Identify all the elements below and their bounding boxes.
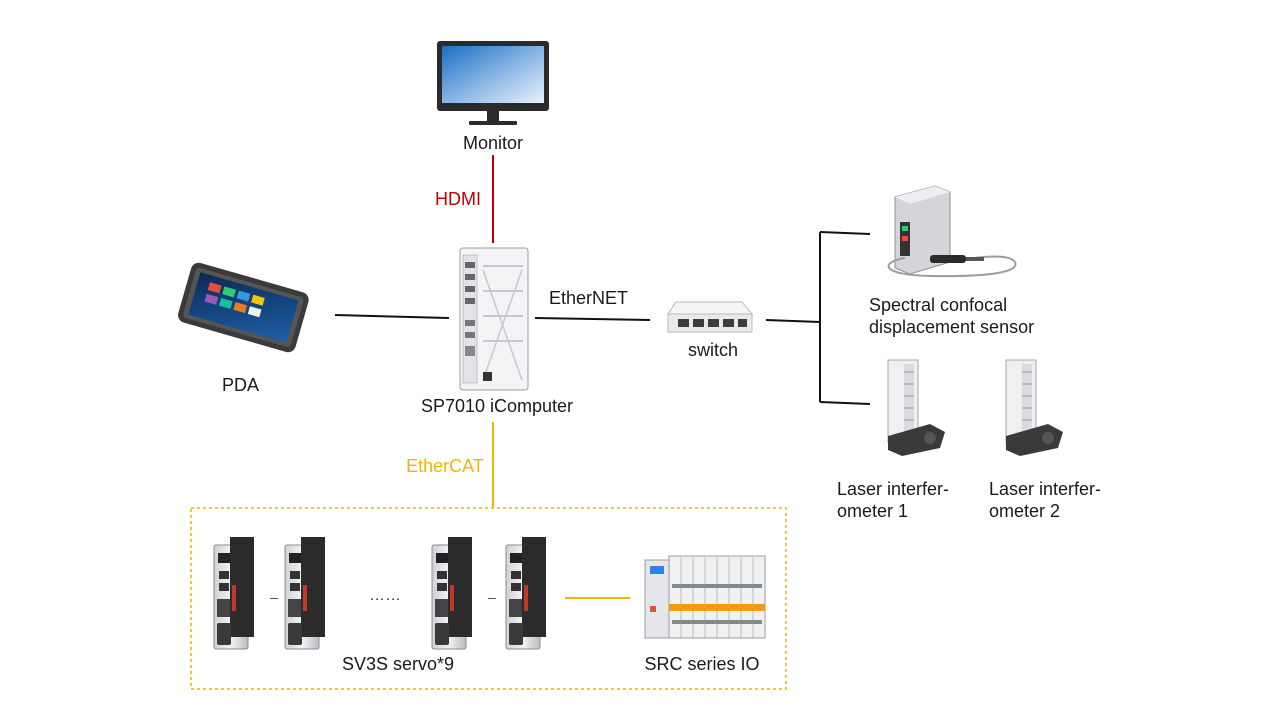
ethercat-group-box: [190, 507, 787, 690]
hdmi-label: HDMI: [435, 189, 481, 209]
icomputer-device-icon: [459, 247, 529, 391]
monitor-label: Monitor: [462, 133, 524, 153]
monitor-icon: [437, 41, 549, 125]
ethercat-label: EtherCAT: [406, 456, 484, 476]
laser-1-label-line-1: Laser interfer-: [837, 479, 950, 499]
laser-branch-line: [819, 401, 871, 405]
laser-2-label-line-2: ometer 2: [989, 501, 1061, 521]
laser-2-label-line-1: Laser interfer-: [989, 479, 1102, 499]
ethernet-link: [534, 317, 651, 321]
sensor-label-line-1: Spectral confocal: [869, 295, 1008, 315]
pda-link: [334, 314, 450, 319]
servo-separator-2: –: [488, 589, 496, 605]
laser-interferometer-2-icon: [1005, 359, 1063, 456]
servo-drive-4-icon: [505, 536, 547, 650]
switch-label: switch: [687, 340, 739, 360]
laser-1-label: Laser interfer- ometer 1: [837, 478, 949, 522]
sensor-label: Spectral confocal displacement sensor: [869, 294, 1034, 338]
laser-1-label-line-2: ometer 1: [837, 501, 909, 521]
laser-interferometer-1-icon: [887, 359, 945, 456]
servo-drive-1-icon: [213, 536, 255, 650]
pda-label: PDA: [222, 375, 260, 395]
laser-2-label: Laser interfer- ometer 2: [989, 478, 1101, 522]
switch-to-bus-link: [765, 319, 821, 323]
pda-tablet-icon: [178, 262, 309, 353]
io-label: SRC series IO: [644, 654, 760, 674]
src-io-module-icon: [644, 555, 766, 639]
servo-drive-2-icon: [284, 536, 326, 650]
servo-separator-1: –: [270, 589, 278, 605]
servo-drive-3-icon: [431, 536, 473, 650]
servo-ellipsis: ……: [369, 587, 401, 604]
sensor-branch-line: [819, 231, 871, 235]
ethernet-label: EtherNET: [549, 288, 629, 308]
switch-device-icon: [667, 301, 754, 333]
servo-label: SV3S servo*9: [341, 654, 455, 674]
confocal-sensor-icon: [887, 185, 1017, 278]
sensor-label-line-2: displacement sensor: [869, 317, 1035, 337]
icomputer-label: SP7010 iComputer: [420, 396, 574, 416]
